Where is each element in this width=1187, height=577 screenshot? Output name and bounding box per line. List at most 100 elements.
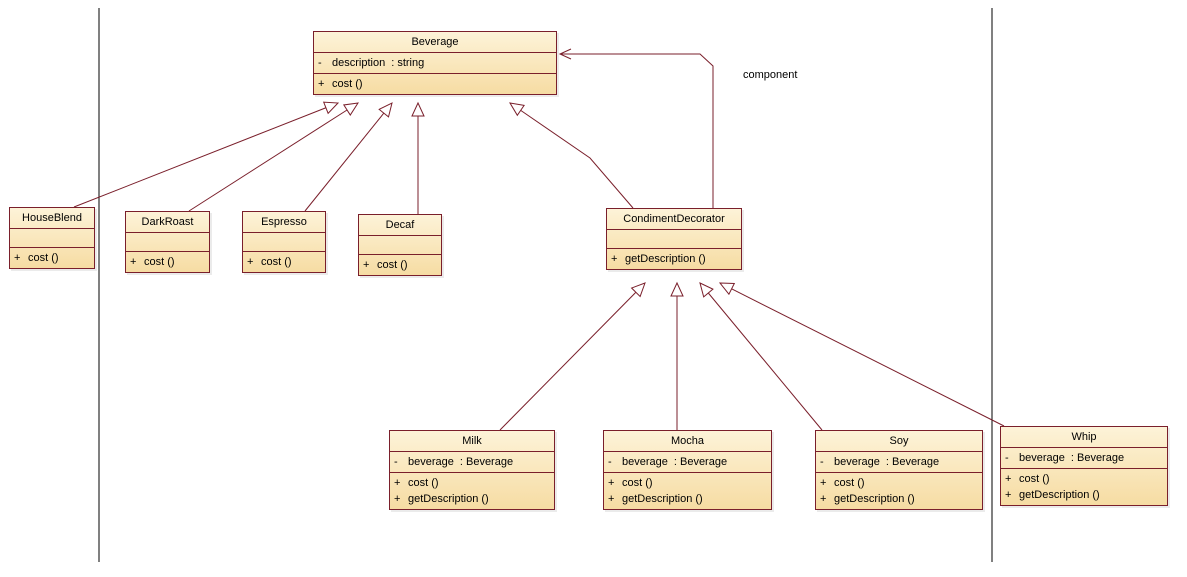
attribute-name: beverage — [408, 456, 454, 468]
attribute-compartment: -description : string — [314, 53, 556, 74]
operation-compartment: +cost () — [10, 248, 94, 268]
operation-name: getDescription () — [834, 493, 915, 505]
visibility-marker: + — [1005, 489, 1012, 501]
visibility-marker: + — [394, 477, 401, 489]
visibility-marker: + — [130, 256, 137, 268]
class-box-milk[interactable]: Milk -beverage: Beverage + cost () + getDescr… — [389, 430, 555, 510]
attribute-name: description — [332, 57, 386, 69]
visibility-marker: - — [1005, 452, 1009, 464]
operation-name: getDescription () — [622, 493, 703, 505]
operation-name: cost () — [1019, 473, 1050, 485]
class-name: Espresso — [243, 212, 325, 233]
class-box-dark-roast[interactable]: DarkRoast+cost () — [125, 211, 210, 273]
visibility-marker: - — [394, 456, 398, 468]
operation-row: +cost () — [130, 254, 205, 270]
generalization-edge-soy-to-condiment-decorator[interactable] — [707, 292, 823, 431]
visibility-marker: + — [394, 493, 401, 505]
operation-name: cost () — [377, 259, 408, 271]
class-name: Decaf — [359, 215, 441, 236]
operation-name: getDescription () — [1019, 489, 1100, 501]
generalization-edge-house-blend-to-beverage[interactable] — [73, 107, 327, 208]
class-box-condiment-decorator[interactable]: CondimentDecorator + getDescription () — [606, 208, 742, 270]
class-box-beverage[interactable]: Beverage -description : string +cost () — [313, 31, 557, 95]
class-box-whip[interactable]: Whip -beverage: Beverage +cost () + getDescr… — [1000, 426, 1168, 506]
operation-row: +cost () — [363, 257, 437, 273]
visibility-marker: - — [820, 456, 824, 468]
attribute-compartment — [607, 230, 741, 249]
generalization-edge-milk-to-condiment-decorator[interactable] — [499, 291, 637, 431]
attribute-name: beverage — [834, 456, 880, 468]
operation-name: getDescription () — [408, 493, 489, 505]
operation-compartment: + cost () + getDescription () — [390, 473, 554, 509]
attribute-compartment: -beverage: Beverage — [604, 452, 771, 473]
class-name: Milk — [390, 431, 554, 452]
class-name: Mocha — [604, 431, 771, 452]
attribute-type: : string — [391, 57, 425, 69]
class-box-house-blend[interactable]: HouseBlend +cost () — [9, 207, 95, 269]
operation-name: cost () — [261, 256, 292, 268]
class-box-espresso[interactable]: Espresso + cost () — [242, 211, 326, 273]
attribute-compartment: -beverage: Beverage — [390, 452, 554, 473]
operation-name: cost () — [332, 78, 363, 90]
generalization-edge-dark-roast-to-beverage[interactable] — [188, 109, 348, 212]
class-name: Soy — [816, 431, 982, 452]
visibility-marker: + — [608, 477, 615, 489]
association-edge-condiment-decorator-to-beverage[interactable] — [560, 53, 714, 208]
attribute-compartment — [359, 236, 441, 255]
generalization-arrowhead-icon — [670, 281, 684, 297]
attribute-row: -beverage: Beverage — [394, 454, 550, 470]
operation-name: cost () — [28, 252, 59, 264]
operation-row: + cost () — [820, 475, 978, 491]
class-name: Whip — [1001, 427, 1167, 448]
attribute-compartment: -beverage: Beverage — [816, 452, 982, 473]
generalization-edge-espresso-to-beverage[interactable] — [304, 112, 385, 212]
operation-row: + cost () — [608, 475, 767, 491]
visibility-marker: - — [608, 456, 612, 468]
operation-row: + cost () — [247, 254, 321, 270]
operation-compartment: +cost () — [359, 255, 441, 275]
class-box-mocha[interactable]: Mocha -beverage: Beverage + cost () + getDesc… — [603, 430, 772, 510]
operation-name: cost () — [834, 477, 865, 489]
relation-edges — [73, 48, 1005, 431]
operation-compartment: +cost () — [126, 252, 209, 272]
attribute-row: -beverage: Beverage — [1005, 450, 1163, 466]
operation-row: +cost () — [14, 250, 90, 266]
generalization-arrowhead-icon — [411, 101, 425, 117]
visibility-marker: - — [318, 57, 322, 69]
attribute-type: : Beverage — [673, 456, 728, 468]
visibility-marker: + — [247, 256, 254, 268]
generalization-arrowhead-icon — [342, 102, 360, 116]
operation-name: getDescription () — [625, 253, 706, 265]
generalization-arrowhead-icon — [509, 102, 525, 117]
class-name: CondimentDecorator — [607, 209, 741, 230]
generalization-arrowhead-icon — [699, 282, 714, 298]
attribute-compartment: -beverage: Beverage — [1001, 448, 1167, 469]
operation-row: + getDescription () — [1005, 487, 1163, 503]
association-arrowhead-icon — [558, 48, 572, 60]
operation-name: cost () — [408, 477, 439, 489]
operation-compartment: +cost () — [314, 74, 556, 94]
operation-row: +cost () — [1005, 471, 1163, 487]
attribute-compartment — [126, 233, 209, 252]
attribute-compartment — [243, 233, 325, 252]
attribute-row: -beverage: Beverage — [608, 454, 767, 470]
generalization-edge-whip-to-condiment-decorator[interactable] — [731, 288, 1005, 427]
generalization-edge-condiment-decorator-to-beverage[interactable] — [520, 109, 634, 209]
operation-row: + cost () — [394, 475, 550, 491]
visibility-marker: + — [611, 253, 618, 265]
class-box-decaf[interactable]: Decaf +cost () — [358, 214, 442, 276]
operation-compartment: + cost () — [243, 252, 325, 272]
class-name: HouseBlend — [10, 208, 94, 229]
class-name: Beverage — [314, 32, 556, 53]
generalization-arrowhead-icon — [718, 282, 736, 296]
association-label-component: component — [743, 69, 798, 81]
visibility-marker: + — [820, 477, 827, 489]
operation-compartment: +cost () + getDescription () — [1001, 469, 1167, 505]
attribute-row: -description : string — [318, 55, 552, 71]
class-box-soy[interactable]: Soy-beverage: Beverage + cost ()+ getDescri… — [815, 430, 983, 510]
operation-name: cost () — [622, 477, 653, 489]
visibility-marker: + — [608, 493, 615, 505]
operation-compartment: + cost () + getDescription () — [604, 473, 771, 509]
attribute-type: : Beverage — [1070, 452, 1125, 464]
